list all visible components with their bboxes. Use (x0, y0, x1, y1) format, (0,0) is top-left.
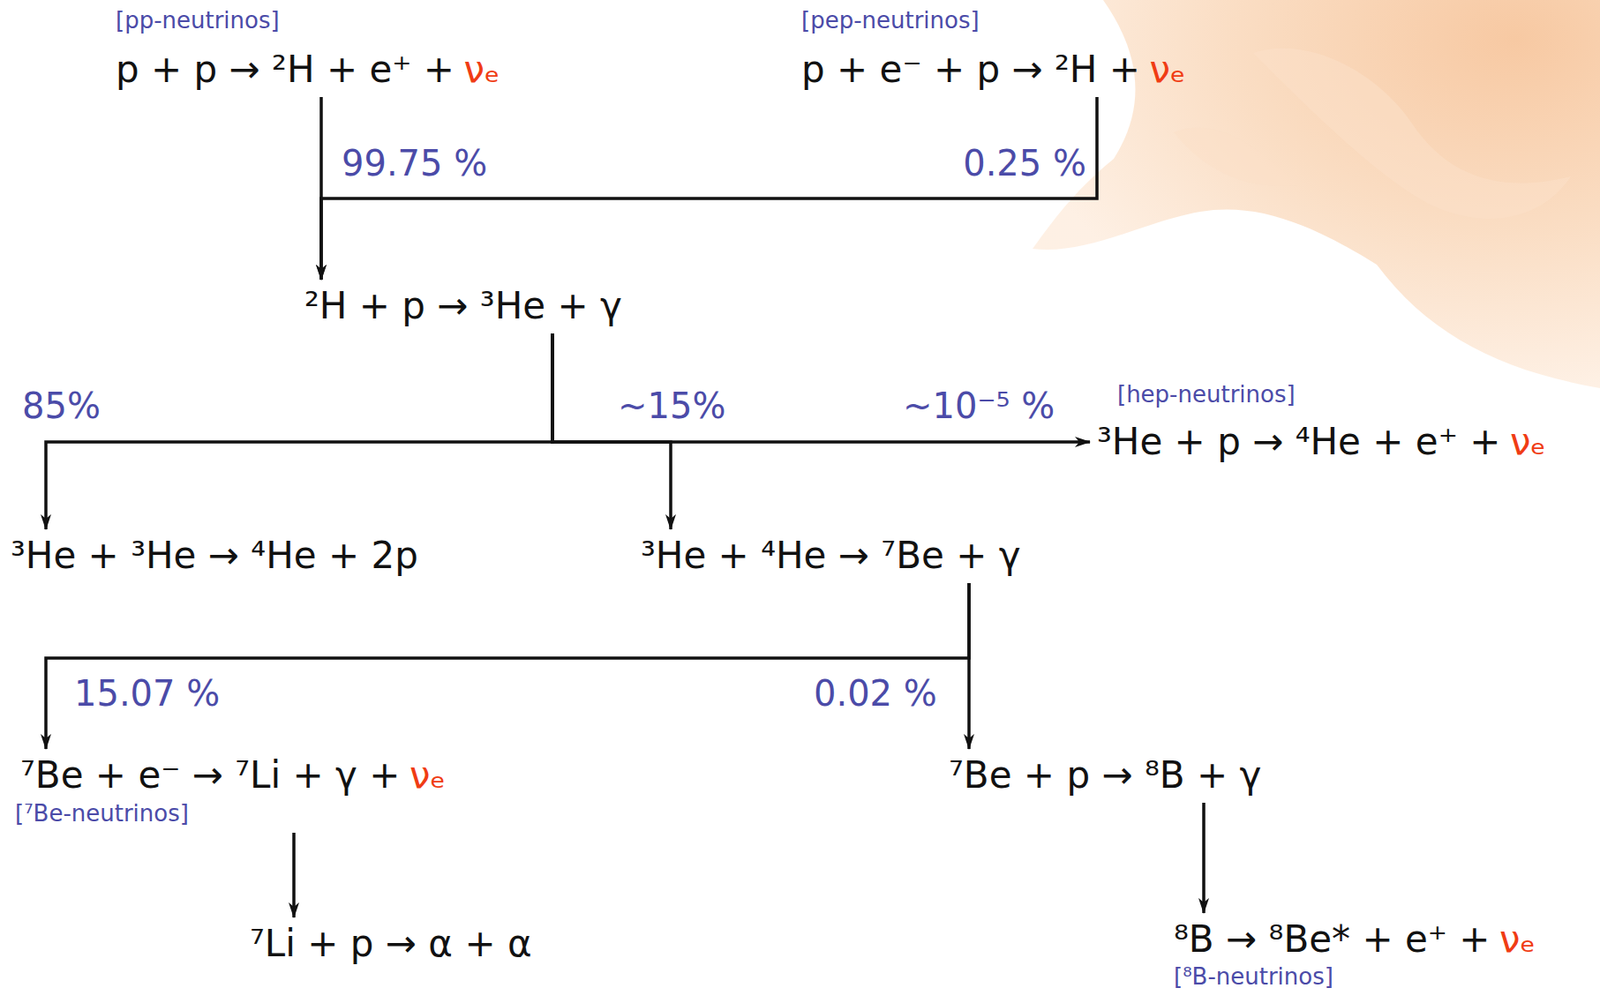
branch-percentage: 0.02 % (813, 672, 938, 715)
neutrino-symbol: νₑ (1149, 47, 1186, 92)
neutrino-source-label: [⁸B-neutrinos] (1173, 963, 1334, 992)
reaction-equation: ³He + p → ⁴He + e⁺ + (1096, 420, 1501, 465)
reaction-branch-arrow (321, 97, 1097, 280)
text-row: ³He + p → ⁴He + e⁺ +νₑ (1096, 420, 1547, 465)
reaction-branch-arrow (1201, 803, 1206, 914)
reaction-branch-arrow (45, 583, 970, 750)
reaction-equation: ⁷Be + p → ⁸B + γ (948, 753, 1262, 798)
reaction-branch-arrow (967, 583, 971, 750)
neutrino-symbol: νₑ (1509, 420, 1547, 465)
reaction-equation: ²H + p → ³He + γ (304, 284, 623, 329)
reaction-node: ⁸B → ⁸Be* + e⁺ +νₑ[⁸B-neutrinos] (1173, 917, 1536, 992)
text-row: ²H + p → ³He + γ (304, 284, 623, 329)
reaction-node: [pep-neutrinos] p + e⁻ + p → ²H +νₑ (801, 7, 1186, 92)
reaction-equation: ³He + ³He → ⁴He + 2p (10, 533, 419, 579)
neutrino-source-label: [pp-neutrinos] (115, 7, 280, 35)
reaction-branch-arrow (552, 333, 671, 530)
reaction-equation: ³He + ⁴He → ⁷Be + γ (640, 533, 1022, 579)
neutrino-symbol: νₑ (409, 753, 446, 798)
sun-texture (1173, 127, 1298, 187)
sun-texture (1253, 48, 1571, 219)
reaction-branch-arrow (292, 833, 296, 918)
reaction-node: ⁷Be + p → ⁸B + γ (948, 753, 1262, 798)
reaction-node: ³He + ³He → ⁴He + 2p (10, 533, 419, 579)
branch-percentage: ~10⁻⁵ % (902, 384, 1055, 428)
reaction-equation: ⁸B → ⁸Be* + e⁺ + (1173, 917, 1490, 962)
branch-percentage: 99.75 % (341, 142, 488, 185)
text-row: ⁷Be + p → ⁸B + γ (948, 753, 1262, 798)
reaction-node: ⁷Li + p → α + α (249, 922, 533, 967)
text-row: ⁷Be + e⁻ → ⁷Li + γ +νₑ (15, 753, 446, 798)
text-row: [pp-neutrinos] (115, 7, 500, 35)
reaction-node: ⁷Be + e⁻ → ⁷Li + γ +νₑ[⁷Be-neutrinos] (15, 753, 446, 828)
reaction-node: [hep-neutrinos] ³He + p → ⁴He + e⁺ +νₑ (1096, 381, 1547, 465)
branch-percentage: 85% (22, 384, 101, 428)
neutrino-source-label: [⁷Be-neutrinos] (15, 800, 189, 828)
reaction-node: ²H + p → ³He + γ (304, 284, 623, 329)
text-row: ³He + ³He → ⁴He + 2p (10, 533, 419, 579)
text-row: p + e⁻ + p → ²H +νₑ (801, 47, 1186, 92)
neutrino-source-label: [hep-neutrinos] (1117, 381, 1296, 409)
text-row: [pep-neutrinos] (801, 7, 1186, 35)
reaction-equation: ⁷Be + e⁻ → ⁷Li + γ + (20, 753, 400, 798)
neutrino-symbol: νₑ (463, 47, 500, 92)
reaction-equation: ⁷Li + p → α + α (249, 922, 533, 967)
reaction-equation: p + e⁻ + p → ²H + (801, 47, 1141, 92)
reaction-branch-arrow (552, 333, 1090, 443)
text-row: p + p → ²H + e⁺ +νₑ (115, 47, 500, 92)
text-row: [⁸B-neutrinos] (1173, 963, 1536, 992)
reaction-node: [pp-neutrinos] p + p → ²H + e⁺ +νₑ (115, 7, 500, 92)
branch-percentage: ~15% (617, 384, 726, 428)
reaction-equation: p + p → ²H + e⁺ + (115, 47, 455, 92)
text-row: ⁸B → ⁸Be* + e⁺ +νₑ (1173, 917, 1536, 962)
text-row: [hep-neutrinos] (1096, 381, 1547, 409)
branch-percentage: 0.25 % (962, 142, 1087, 185)
text-row: [⁷Be-neutrinos] (15, 800, 446, 828)
text-row: ⁷Li + p → α + α (249, 922, 533, 967)
neutrino-symbol: νₑ (1499, 917, 1536, 962)
text-row: ³He + ⁴He → ⁷Be + γ (640, 533, 1022, 579)
reaction-node: ³He + ⁴He → ⁷Be + γ (640, 533, 1022, 579)
neutrino-source-label: [pep-neutrinos] (801, 7, 980, 35)
reaction-branch-arrow (45, 333, 553, 530)
branch-percentage: 15.07 % (74, 672, 220, 715)
